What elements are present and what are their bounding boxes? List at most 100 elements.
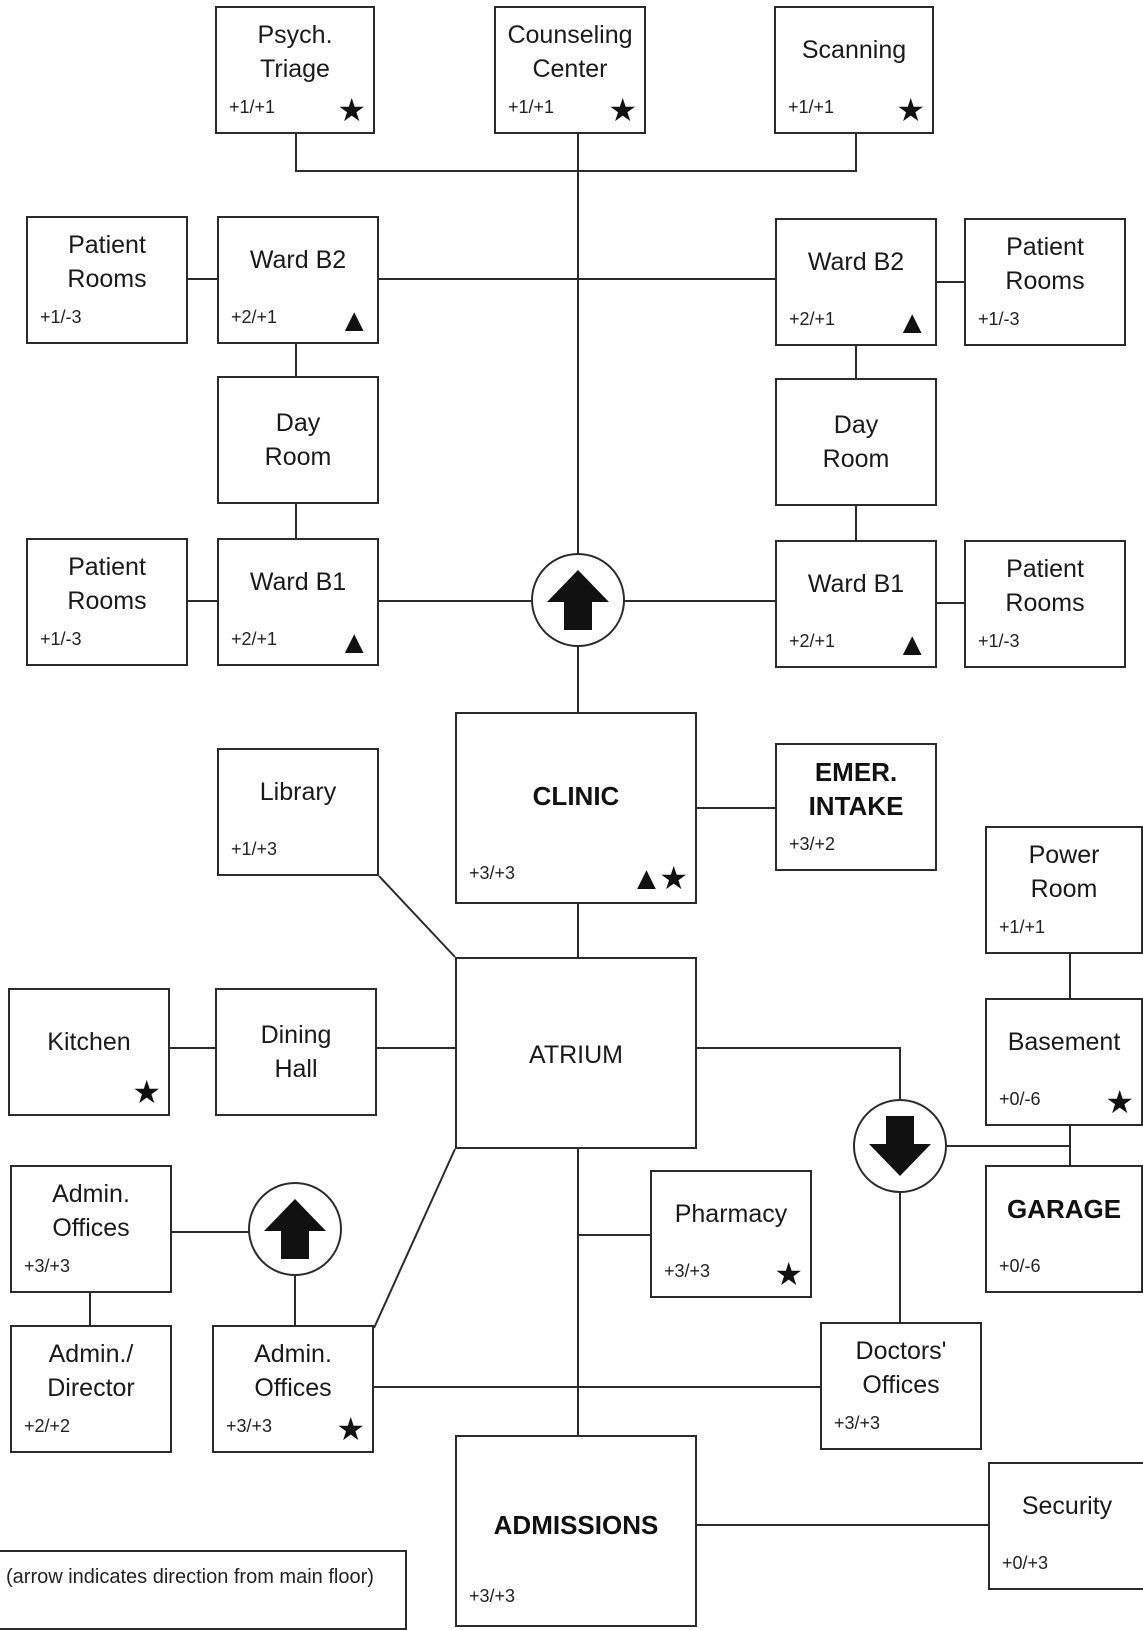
arrow-down-icon xyxy=(869,1116,931,1176)
room-stats: +3/+3 xyxy=(469,863,516,883)
room-day-room-right[interactable]: Day Room xyxy=(775,378,937,506)
room-ward-b1-left[interactable]: Ward B1 +2/+1 ▲ xyxy=(217,538,379,666)
room-name: Pharmacy xyxy=(674,1200,788,1228)
room-stats: +1/-3 xyxy=(978,631,1020,651)
room-name: Ward B1 xyxy=(807,570,905,598)
room-atrium[interactable]: ATRIUM xyxy=(455,957,697,1149)
legend: (arrow indicates direction from main flo… xyxy=(0,1550,407,1630)
room-stats: +0/+3 xyxy=(1002,1553,1049,1573)
room-admin-offices-center[interactable]: Admin. Offices+3/+3★ xyxy=(212,1325,374,1453)
room-name: GARAGE xyxy=(1006,1194,1122,1224)
room-ward-b2-left[interactable]: Ward B2+2/+1▲ xyxy=(217,216,379,344)
room-doctors-offices[interactable]: Doctors' Offices +3/+3 xyxy=(820,1322,982,1450)
connector-line xyxy=(697,1047,901,1100)
room-stats: +2/+1 xyxy=(231,629,278,649)
room-stats: +1/-3 xyxy=(40,629,82,649)
room-name: ADMISSIONS xyxy=(493,1510,659,1540)
room-name: Kitchen xyxy=(47,1028,131,1056)
star-icon: ★ xyxy=(1105,1084,1134,1120)
arrow-up-icon xyxy=(264,1199,326,1259)
room-basement[interactable]: Basement +0/-6 ★ xyxy=(985,998,1143,1126)
connector-line xyxy=(295,134,857,172)
star-icon: ★ xyxy=(896,92,925,128)
room-stats: +1/-3 xyxy=(40,307,82,327)
room-patient-rooms-b2-right[interactable]: Patient Rooms +1/-3 xyxy=(964,218,1126,346)
room-dining-hall[interactable]: Dining Hall xyxy=(215,988,377,1116)
star-icon: ★ xyxy=(608,92,637,128)
room-stats: +1/+1 xyxy=(788,97,835,117)
room-stats: +3/+2 xyxy=(789,834,836,854)
room-emer-intake[interactable]: EMER. INTAKE +3/+2 xyxy=(775,743,937,871)
room-stats: +2/+1 xyxy=(789,309,836,329)
room-name: Ward B2 xyxy=(807,248,905,276)
room-stats: +1/+1 xyxy=(229,97,276,117)
stairs-up-main-icon[interactable] xyxy=(531,553,625,647)
room-name: Basement xyxy=(1007,1028,1121,1056)
connector-line xyxy=(373,1148,456,1329)
room-name: Psych. Triage xyxy=(257,21,333,83)
room-power-room[interactable]: Power Room+1/+1 xyxy=(985,826,1143,954)
star-icon: ★ xyxy=(336,1411,365,1447)
room-name: Patient Rooms xyxy=(1005,233,1085,295)
star-icon: ★ xyxy=(774,1256,803,1292)
room-patient-rooms-b1-left[interactable]: Patient Rooms +1/-3 xyxy=(26,538,188,666)
room-ward-b2-right[interactable]: Ward B2 +2/+1 ▲ xyxy=(775,218,937,346)
stairs-up-admin-icon[interactable] xyxy=(248,1182,342,1276)
room-ward-b1-right[interactable]: Ward B1 +2/+1 ▲ xyxy=(775,540,937,668)
room-name: Ward B2 xyxy=(249,246,347,274)
room-name: Doctors' Offices xyxy=(855,1337,947,1399)
room-name: Patient Rooms xyxy=(67,231,147,293)
room-stats: +2/+2 xyxy=(24,1416,71,1436)
room-psych-triage[interactable]: Psych. Triage +1/+1 ★ xyxy=(215,6,375,134)
stairs-down-basement-icon[interactable] xyxy=(853,1099,947,1193)
room-name: Library xyxy=(259,778,337,806)
room-stats: +1/+1 xyxy=(999,917,1046,937)
room-stats: +0/-6 xyxy=(999,1089,1041,1109)
room-stats: +3/+3 xyxy=(24,1256,71,1276)
legend-note: (arrow indicates direction from main flo… xyxy=(6,1566,374,1588)
room-stats: +1/-3 xyxy=(978,309,1020,329)
room-scanning[interactable]: Scanning +1/+1 ★ xyxy=(774,6,934,134)
room-name: Admin. Offices xyxy=(52,1180,130,1242)
room-name: Counseling Center xyxy=(507,21,633,83)
room-stats: +1/+1 xyxy=(508,97,555,117)
room-stats: +2/+1 xyxy=(789,631,836,651)
room-kitchen[interactable]: Kitchen★ xyxy=(8,988,170,1116)
room-clinic[interactable]: CLINIC+3/+3▲★ xyxy=(455,712,697,904)
connector-line xyxy=(378,875,456,958)
room-name: Patient Rooms xyxy=(67,553,147,615)
room-library[interactable]: Library+1/+3 xyxy=(217,748,379,876)
room-name: Scanning xyxy=(801,36,907,64)
triangle-icon: ▲ xyxy=(896,626,928,662)
triangle-icon: ▲ xyxy=(338,624,370,660)
room-garage[interactable]: GARAGE +0/-6 xyxy=(985,1165,1143,1293)
room-name: Day Room xyxy=(264,409,332,471)
room-day-room-left[interactable]: Day Room xyxy=(217,376,379,504)
room-patient-rooms-b2-left[interactable]: Patient Rooms +1/-3 xyxy=(26,216,188,344)
room-name: EMER. INTAKE xyxy=(808,757,904,821)
room-stats: +3/+3 xyxy=(226,1416,273,1436)
triangle-icon: ▲ xyxy=(896,304,928,340)
triangle-icon: ▲ xyxy=(338,302,370,338)
star-icon: ★ xyxy=(337,92,366,128)
room-name: Ward B1 xyxy=(249,568,347,596)
room-stats: +3/+3 xyxy=(664,1261,711,1281)
room-admin-offices-left[interactable]: Admin. Offices +3/+3 xyxy=(10,1165,172,1293)
room-security[interactable]: Security +0/+3 xyxy=(988,1462,1143,1590)
room-name: Dining Hall xyxy=(260,1021,332,1083)
room-name: Admin./ Director xyxy=(47,1340,135,1402)
room-name: Security xyxy=(1021,1492,1113,1520)
room-admissions[interactable]: ADMISSIONS +3/+3 xyxy=(455,1435,697,1627)
arrow-up-icon xyxy=(547,570,609,630)
room-name: Day Room xyxy=(822,411,890,473)
room-admin-director[interactable]: Admin./ Director +2/+2 xyxy=(10,1325,172,1453)
room-patient-rooms-b1-right[interactable]: Patient Rooms +1/-3 xyxy=(964,540,1126,668)
triangle-star-icon: ▲★ xyxy=(630,860,688,896)
room-stats: +3/+3 xyxy=(469,1586,516,1606)
room-stats: +0/-6 xyxy=(999,1256,1041,1276)
room-pharmacy[interactable]: Pharmacy +3/+3 ★ xyxy=(650,1170,812,1298)
room-name: Patient Rooms xyxy=(1005,555,1085,617)
room-counseling-center[interactable]: Counseling Center +1/+1 ★ xyxy=(494,6,646,134)
room-stats: +3/+3 xyxy=(834,1413,881,1433)
